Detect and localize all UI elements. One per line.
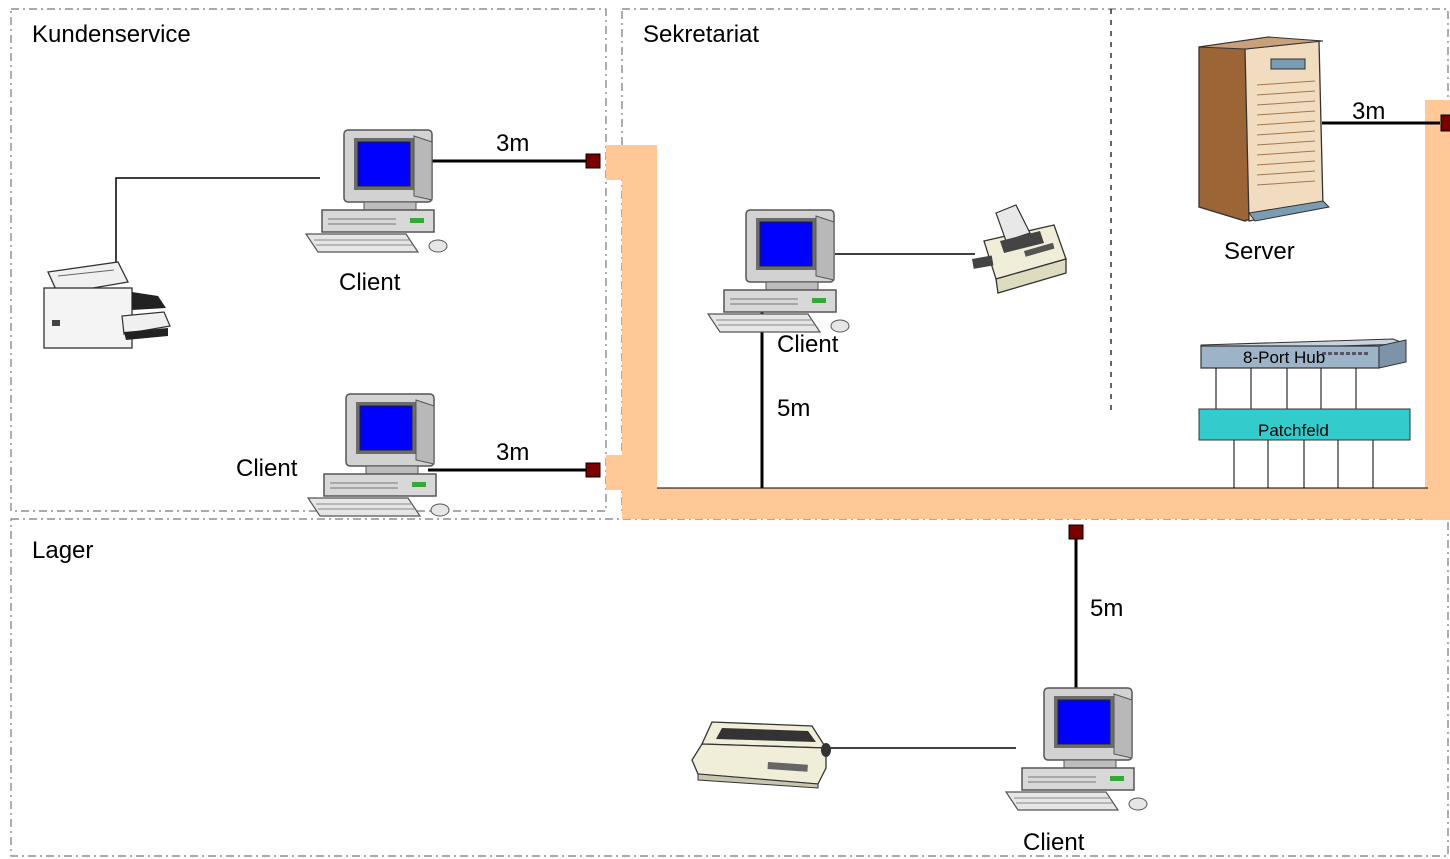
dot-matrix-printer-icon: [691, 721, 831, 789]
client-label: Client: [339, 269, 401, 296]
computer-icon: [707, 209, 850, 333]
server-icon: [1198, 36, 1331, 222]
computer-icon: [307, 393, 450, 517]
room-label-lager: Lager: [32, 537, 93, 564]
hub-icon: [1200, 338, 1407, 369]
cable-length-label: 5m: [1090, 595, 1123, 622]
socket-ks-bottom: [585, 462, 601, 478]
cable-duct: [606, 100, 1450, 520]
socket-ks-top: [585, 153, 601, 169]
printer-icon: [972, 204, 1067, 294]
computer-icon: [1005, 687, 1148, 811]
patch-panel-label: Patchfeld: [1258, 421, 1329, 440]
client-label: Client: [1023, 829, 1085, 856]
hub-label: 8-Port Hub: [1243, 348, 1325, 367]
room-label-sekretariat: Sekretariat: [643, 21, 759, 48]
cable-length-label: 3m: [1352, 98, 1385, 125]
socket-lager: [1068, 524, 1084, 540]
room-lager: [10, 518, 1449, 857]
room-label-kundenservice: Kundenservice: [32, 21, 191, 48]
cable-length-label: 3m: [496, 130, 529, 157]
computer-icon: [305, 129, 448, 253]
cable-length-label: 3m: [496, 439, 529, 466]
sockets: [585, 114, 1450, 540]
hub-patch-connections: [1215, 368, 1374, 488]
cable-length-label: 5m: [777, 395, 810, 422]
patch-panel-icon: [1198, 408, 1411, 441]
room-kundenservice: [10, 8, 607, 512]
server-label: Server: [1224, 238, 1295, 265]
fax-icon: [43, 261, 171, 349]
client-label: Client: [777, 331, 839, 358]
socket-server: [1440, 114, 1450, 132]
client-label: Client: [236, 455, 298, 482]
